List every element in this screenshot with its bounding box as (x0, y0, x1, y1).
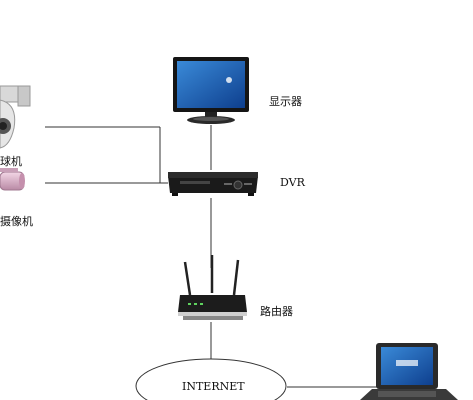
router-icon (178, 255, 247, 320)
internet-label: INTERNET (182, 380, 245, 393)
dvr-label: DVR (280, 176, 305, 189)
dome-camera-label: 球机 (0, 155, 22, 168)
dome-camera-icon (0, 85, 31, 149)
dvr-icon (168, 172, 258, 196)
bullet-camera-label: 摄像机 (0, 215, 33, 228)
router-label: 路由器 (260, 305, 293, 318)
internet-node (135, 358, 287, 400)
monitor-icon (173, 57, 249, 124)
bullet-camera-icon (0, 168, 25, 191)
monitor-label: 显示器 (269, 95, 302, 108)
laptop-icon (360, 343, 458, 400)
connection-lines (45, 125, 378, 388)
